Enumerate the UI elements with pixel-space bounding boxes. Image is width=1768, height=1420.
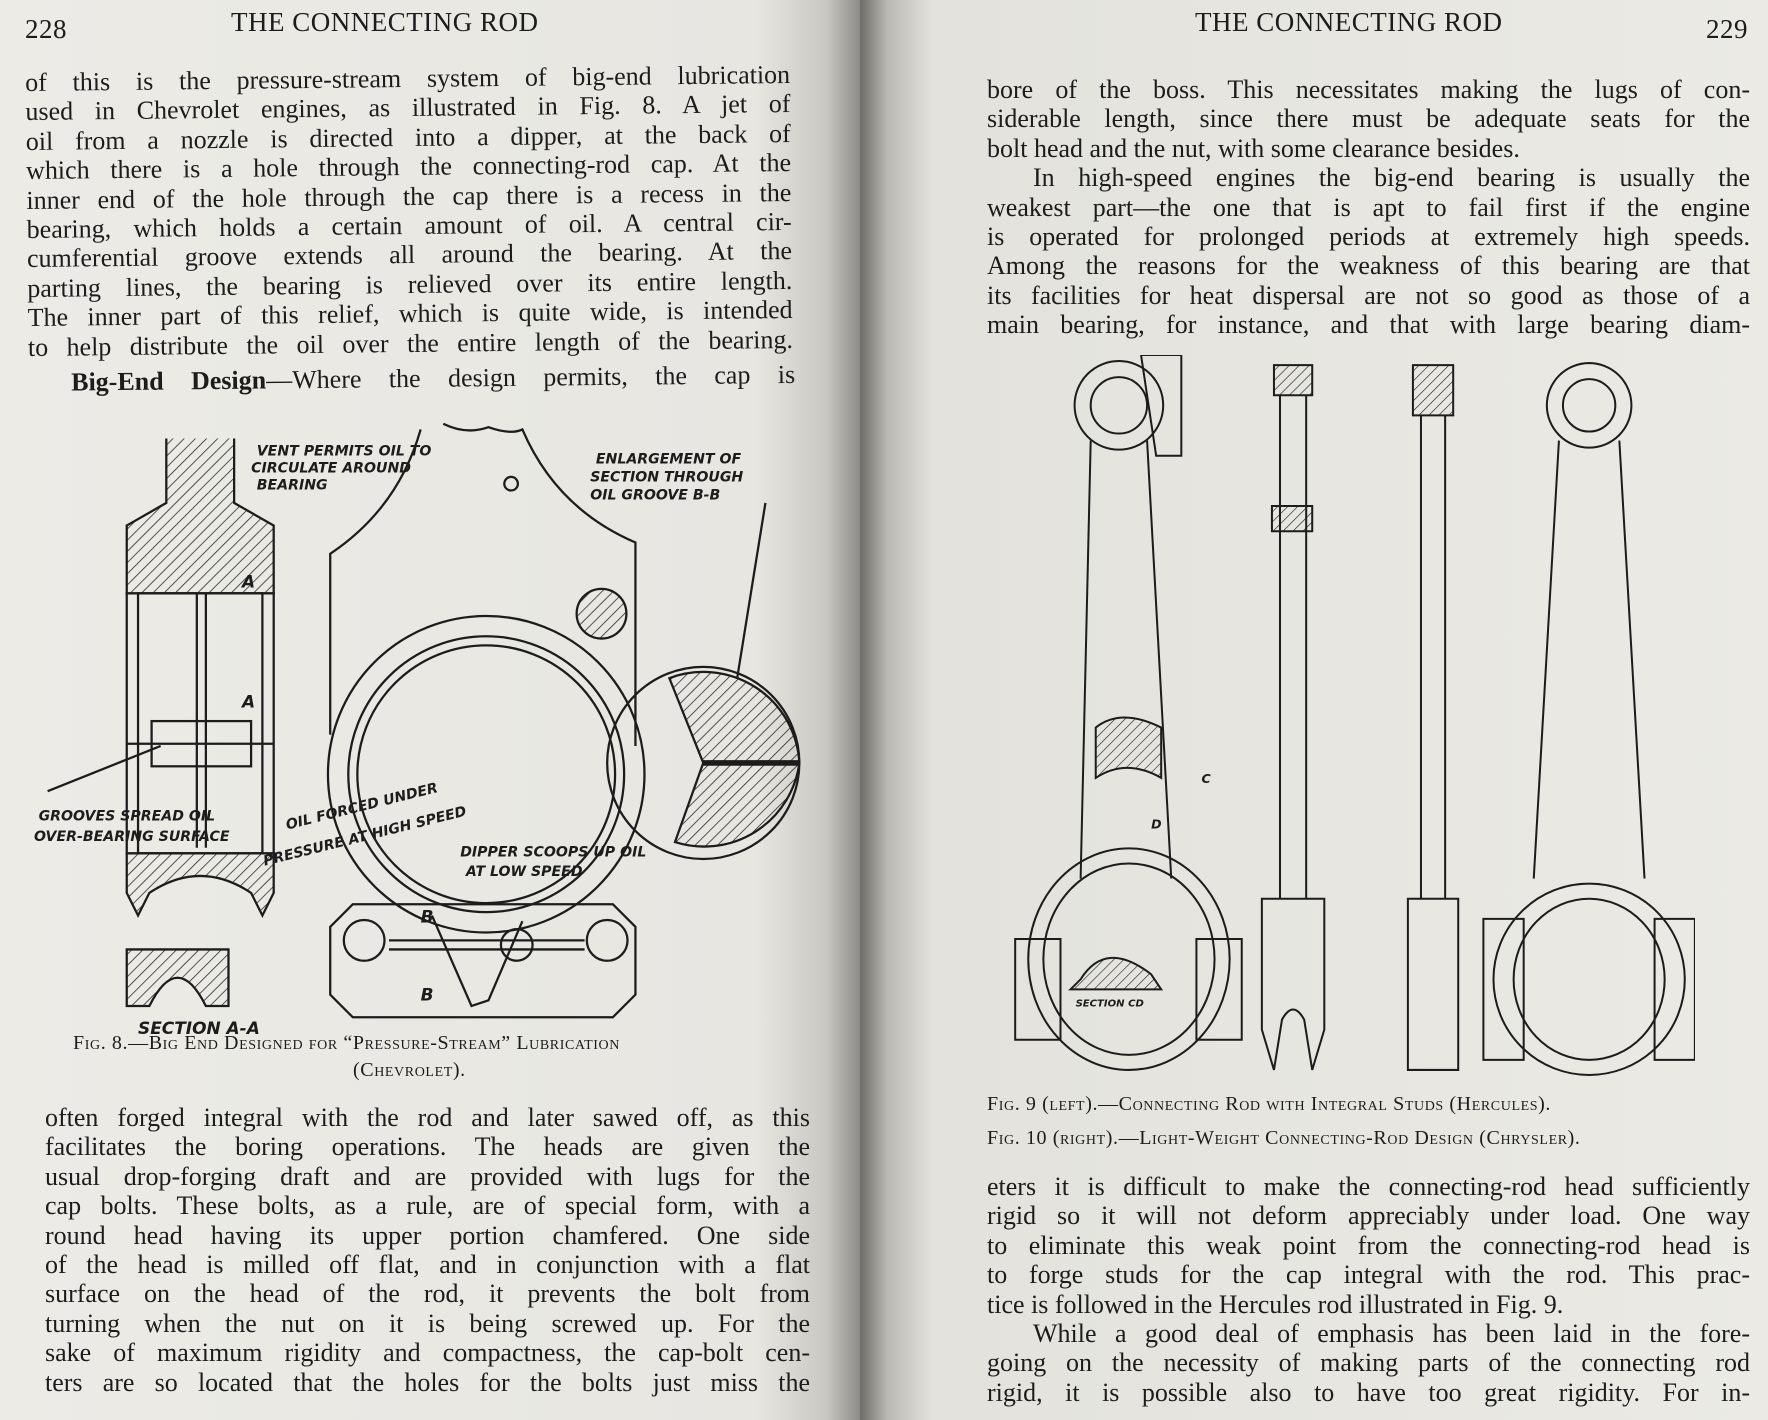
chrysler-rod-front	[1482, 362, 1695, 1076]
text-line: rigid so it will not deform appreciably …	[987, 1201, 1750, 1231]
text-line: facilitates the boring operations. The h…	[45, 1132, 810, 1162]
hercules-rod-front	[1014, 355, 1243, 1071]
text-line: going on the necessity of making parts o…	[987, 1348, 1750, 1378]
left-page: 228 THE CONNECTING ROD of this is the pr…	[0, 0, 860, 1420]
page-number: 228	[25, 14, 67, 44]
label-vent-2: CIRCULATE AROUND	[251, 460, 411, 476]
big-end-view	[326, 422, 801, 1008]
text-line: cap bolts. These bolts, as a rule, are o…	[45, 1191, 810, 1221]
side-section-view	[125, 438, 275, 919]
label-vent-1: VENT PERMITS OIL TO	[257, 443, 432, 459]
label-enlargement-1: ENLARGEMENT OF	[596, 451, 742, 467]
text-line: to forge studs for the cap integral with…	[987, 1260, 1750, 1290]
text-line: sake of maximum rigidity and compactness…	[45, 1338, 810, 1368]
text-line: often forged integral with the rod and l…	[45, 1103, 810, 1132]
page-number: 229	[1706, 14, 1748, 44]
label-vent-3: BEARING	[257, 477, 328, 493]
figure-8-caption-line1: Fig. 8.—Big End Designed for “Pressure-S…	[73, 1032, 620, 1054]
text-line: rigid, it is possible also to have too g…	[987, 1377, 1750, 1407]
section-heading-line: Big-End Design—Where the design permits,…	[25, 360, 795, 397]
text-line: In high-speed engines the big-end bearin…	[1033, 163, 1750, 193]
text-line: turning when the nut on it is being scre…	[45, 1308, 810, 1338]
label-section-aa: SECTION A-A	[138, 1018, 260, 1038]
section-heading: Big-End Design	[70, 365, 267, 397]
right-bottom-paragraph: eters it is difficult to make the connec…	[987, 1172, 1750, 1407]
figure-8-drawing: VENT PERMITS OIL TO CIRCULATE AROUND BEA…	[34, 422, 801, 1038]
text-line: usual drop-forging draft and are provide…	[45, 1161, 810, 1191]
text-line: tice is followed in the Hercules rod ill…	[987, 1289, 1564, 1319]
text-line: bore of the boss. This necessitates maki…	[987, 75, 1750, 104]
figures-9-10-drawing: C D SECTION CD	[1014, 355, 1695, 1076]
text-line: Among the reasons for the weakness of th…	[987, 251, 1750, 281]
text-line: main bearing, for instance, and that wit…	[987, 310, 1750, 340]
text-line: to eliminate this weak point from the co…	[987, 1230, 1750, 1260]
label-c: C	[1201, 771, 1211, 786]
cap-bottom-view	[329, 903, 637, 1019]
label-grooves-1: GROOVES SPREAD OIL	[39, 809, 216, 825]
hercules-rod-side	[1260, 364, 1326, 1071]
label-b-top: B	[421, 906, 434, 926]
text-line: round head having its upper portion cham…	[45, 1220, 810, 1250]
text-line: bolt head and the nut, with some clearan…	[987, 133, 1520, 163]
label-d: D	[1151, 816, 1161, 831]
label-dipper-2: AT LOW SPEED	[465, 864, 583, 880]
left-bottom-paragraph: often forged integral with the rod and l…	[45, 1103, 810, 1397]
label-enlargement-2: SECTION THROUGH	[590, 469, 743, 485]
label-dipper-1: DIPPER SCOOPS UP OIL	[460, 845, 646, 861]
left-top-paragraph: of this is the pressure-stream system of…	[25, 60, 793, 362]
text-line: ters are so located that the holes for t…	[45, 1367, 810, 1397]
chrysler-rod-side	[1406, 364, 1460, 1071]
label-enlargement-3: OIL GROOVE B-B	[590, 488, 720, 504]
text-line: siderable length, since there must be ad…	[987, 104, 1750, 134]
label-section-cd: SECTION CD	[1076, 998, 1144, 1009]
right-top-paragraph: bore of the boss. This necessitates maki…	[987, 75, 1750, 340]
running-head: THE CONNECTING ROD	[231, 7, 539, 37]
label-a-bottom: A	[240, 692, 255, 712]
section-aa-shape	[125, 948, 230, 1008]
right-page: THE CONNECTING ROD 229 bore of the boss.…	[860, 0, 1768, 1420]
text-line: eters it is difficult to make the connec…	[987, 1172, 1750, 1201]
text-line: is operated for prolonged periods at ext…	[987, 221, 1750, 251]
label-a-top: A	[240, 572, 255, 592]
figure-10-caption: Fig. 10 (right).—Light-Weight Connecting…	[987, 1127, 1581, 1149]
text-line: While a good deal of emphasis has been l…	[1033, 1318, 1750, 1348]
text-line: surface on the head of the rod, it preve…	[45, 1279, 810, 1309]
heading-continuation: —Where the design permits, the cap is	[266, 359, 796, 395]
text-line: of the head is milled off flat, and in c…	[45, 1249, 810, 1279]
figure-8-caption-line2: (Chevrolet).	[353, 1059, 466, 1081]
running-head: THE CONNECTING ROD	[1195, 7, 1503, 37]
label-grooves-2: OVER-BEARING SURFACE	[34, 829, 230, 845]
text-line: its facilities for heat dispersal are no…	[987, 280, 1750, 310]
label-b-bottom: B	[421, 984, 434, 1004]
figure-9-caption: Fig. 9 (left).—Connecting Rod with Integ…	[987, 1093, 1552, 1115]
text-line: weakest part—the one that is apt to fail…	[987, 192, 1750, 222]
